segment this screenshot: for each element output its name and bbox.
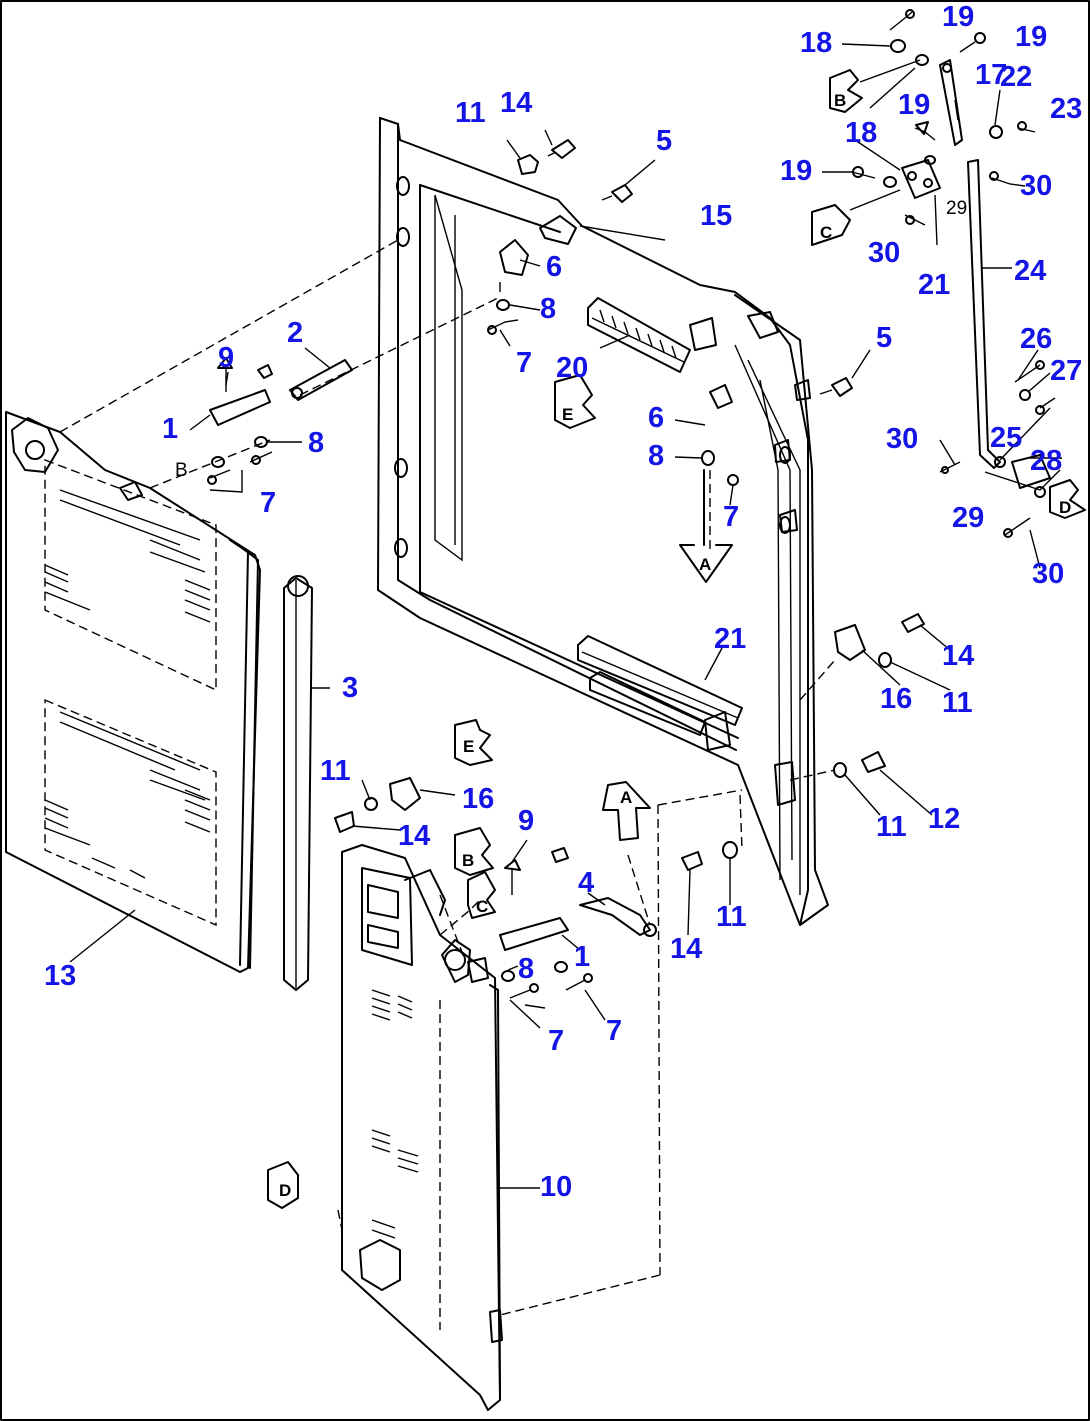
callout: 11 xyxy=(876,811,907,843)
arrow-a-down xyxy=(679,469,733,583)
callout: 19 xyxy=(942,1,974,33)
callout: 21 xyxy=(714,623,746,655)
callout: 11 xyxy=(455,97,486,129)
bracket-21-upper xyxy=(901,159,941,199)
callout: 17 xyxy=(975,59,1007,91)
callout: 23 xyxy=(1050,93,1082,125)
reference-letter: B xyxy=(834,91,846,110)
rail-20 xyxy=(587,297,691,373)
callout: 20 xyxy=(556,352,588,384)
callout: 30 xyxy=(1032,558,1064,590)
callout: 8 xyxy=(518,953,534,985)
callout: 2 xyxy=(287,317,303,349)
callout: 6 xyxy=(546,251,562,283)
callout: 7 xyxy=(723,501,739,533)
callout: 29 xyxy=(952,502,984,534)
leader-lines xyxy=(59,43,1062,1316)
callout: 1 xyxy=(162,413,178,445)
seal-3 xyxy=(283,575,313,991)
reference-letter: A xyxy=(620,788,632,807)
callout: 18 xyxy=(845,117,877,149)
plain-marks: B 29 xyxy=(175,198,967,481)
callout: 25 xyxy=(990,422,1022,454)
reference-letter: C xyxy=(820,223,832,242)
reference-flags xyxy=(267,69,1086,1209)
callout: 30 xyxy=(1020,170,1052,202)
plain-number-29: 29 xyxy=(946,198,967,219)
door-13 xyxy=(5,411,261,973)
callout: 1 xyxy=(574,941,590,973)
callout: 7 xyxy=(606,1015,622,1047)
callout: 3 xyxy=(342,672,358,704)
callout: 19 xyxy=(1015,21,1047,53)
callout: 7 xyxy=(516,347,532,379)
callout: 8 xyxy=(540,293,556,325)
callout: 30 xyxy=(886,423,918,455)
hardware xyxy=(207,9,1056,999)
reference-letter: D xyxy=(279,1181,291,1200)
reference-letter: B xyxy=(462,851,474,870)
door-10 xyxy=(341,844,503,1411)
rail-21 xyxy=(577,635,743,736)
callout: 8 xyxy=(308,427,324,459)
callout: 18 xyxy=(800,27,832,59)
reference-letter: C xyxy=(476,897,488,916)
callout: 10 xyxy=(540,1171,572,1203)
callout: 12 xyxy=(928,803,960,835)
reference-letter: E xyxy=(463,737,474,756)
callout: 19 xyxy=(898,89,930,121)
reference-letter: A xyxy=(699,555,711,574)
cab-frame xyxy=(377,117,829,926)
rod-24 xyxy=(967,159,1001,469)
callout: 27 xyxy=(1050,355,1082,387)
callout: 22 xyxy=(1000,61,1032,93)
callout: 5 xyxy=(656,125,672,157)
callout: 9 xyxy=(518,805,534,837)
callout: 7 xyxy=(548,1025,564,1057)
callout: 11 xyxy=(942,687,973,719)
callout: 16 xyxy=(462,783,494,815)
callout: 11 xyxy=(320,755,351,787)
reference-letters: B C E A D E B C A D xyxy=(279,91,1071,1200)
plain-letter-b: B xyxy=(175,460,188,481)
callout: 28 xyxy=(1030,445,1062,477)
callout: 24 xyxy=(1014,255,1046,287)
callout: 7 xyxy=(260,487,276,519)
callout: 14 xyxy=(398,820,430,852)
callout: 9 xyxy=(218,342,234,374)
callout: 13 xyxy=(44,960,76,992)
callout: 14 xyxy=(942,640,974,672)
callout: 14 xyxy=(670,933,702,965)
callout: 4 xyxy=(578,867,594,899)
reference-letter: E xyxy=(562,405,573,424)
callout: 19 xyxy=(780,155,812,187)
arrow-a-up xyxy=(602,781,651,841)
callout: 30 xyxy=(868,237,900,269)
callout: 21 xyxy=(918,269,950,301)
reference-letter: D xyxy=(1059,498,1071,517)
callout: 16 xyxy=(880,683,912,715)
callout: 5 xyxy=(876,322,892,354)
callout-labels: 18 19 19 17 22 23 19 18 19 30 30 21 24 1… xyxy=(44,1,1082,1203)
rod-17 xyxy=(939,59,963,146)
callout: 14 xyxy=(500,87,532,119)
callout: 26 xyxy=(1020,323,1052,355)
callout: 15 xyxy=(700,200,732,232)
callout: 8 xyxy=(648,440,664,472)
callout: 11 xyxy=(716,901,747,933)
callout: 6 xyxy=(648,402,664,434)
